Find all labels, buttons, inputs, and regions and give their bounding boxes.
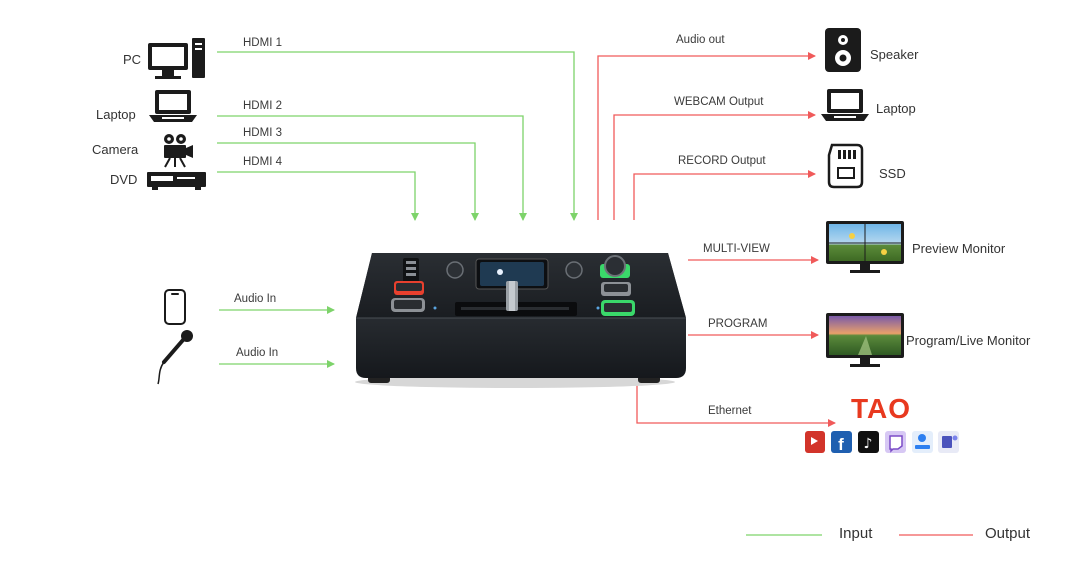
laptop-input-icon: [149, 90, 197, 122]
record-output-line: [633, 170, 816, 220]
preview-monitor-label: Preview Monitor: [912, 241, 1006, 256]
webcam-output-line: [613, 111, 816, 220]
hdmi2-label: HDMI 2: [243, 100, 282, 112]
hdmi3-label: HDMI 3: [243, 127, 282, 139]
webcam-output-label: WEBCAM Output: [674, 96, 764, 108]
program-monitor-label: Program/Live Monitor: [906, 333, 1031, 348]
sd-card-icon: [827, 143, 864, 189]
output-lines: [597, 52, 836, 427]
audio-out-line: [597, 52, 816, 220]
laptop-output-icon: [821, 89, 869, 121]
ssd-label: SSD: [879, 166, 906, 181]
pc-label: PC: [123, 52, 142, 67]
multi-view-label: MULTI-VIEW: [703, 243, 770, 255]
video-switcher-device: [355, 253, 686, 388]
hdmi1-label: HDMI 1: [243, 37, 282, 49]
hdmi1-line: [217, 51, 578, 221]
preview-monitor-icon: [826, 221, 904, 273]
audio-out-label: Audio out: [676, 34, 725, 46]
phone-icon: [164, 289, 186, 325]
hdmi4-label: HDMI 4: [243, 156, 282, 168]
laptop-output-label: Laptop: [876, 101, 916, 116]
svg-text:f: f: [838, 435, 844, 454]
record-output-label: RECORD Output: [678, 155, 766, 167]
ethernet-line: [636, 380, 836, 427]
speaker-label: Speaker: [870, 47, 919, 62]
program-monitor-icon: [826, 313, 904, 367]
input-lines: [217, 51, 578, 368]
dvd-icon: [147, 172, 206, 190]
legend-input-label: Input: [839, 525, 873, 542]
zoom-icon: [912, 431, 933, 453]
audio-in-2-label: Audio In: [236, 347, 279, 359]
ethernet-label: Ethernet: [708, 405, 752, 417]
twitch-icon: [885, 431, 906, 453]
facebook-icon: f: [831, 431, 852, 454]
hdmi3-line: [217, 142, 479, 221]
speaker-icon: [825, 28, 861, 72]
hdmi4-line: [217, 171, 419, 221]
tao-logo: TAO: [851, 393, 912, 424]
youtube-icon: [805, 431, 825, 453]
dvd-label: DVD: [110, 172, 138, 187]
program-label: PROGRAM: [708, 318, 768, 330]
legend-output-label: Output: [985, 525, 1031, 542]
camera-icon: [164, 134, 193, 168]
hdmi2-line: [217, 115, 527, 221]
pc-icon: [148, 38, 205, 79]
camera-label: Camera: [92, 142, 139, 157]
teams-icon: [938, 431, 959, 453]
svg-text:♪: ♪: [864, 436, 873, 452]
microphone-icon: [157, 330, 193, 385]
tiktok-icon: ♪: [858, 431, 879, 453]
laptop-input-label: Laptop: [96, 107, 136, 122]
audio-in-1-label: Audio In: [234, 293, 277, 305]
